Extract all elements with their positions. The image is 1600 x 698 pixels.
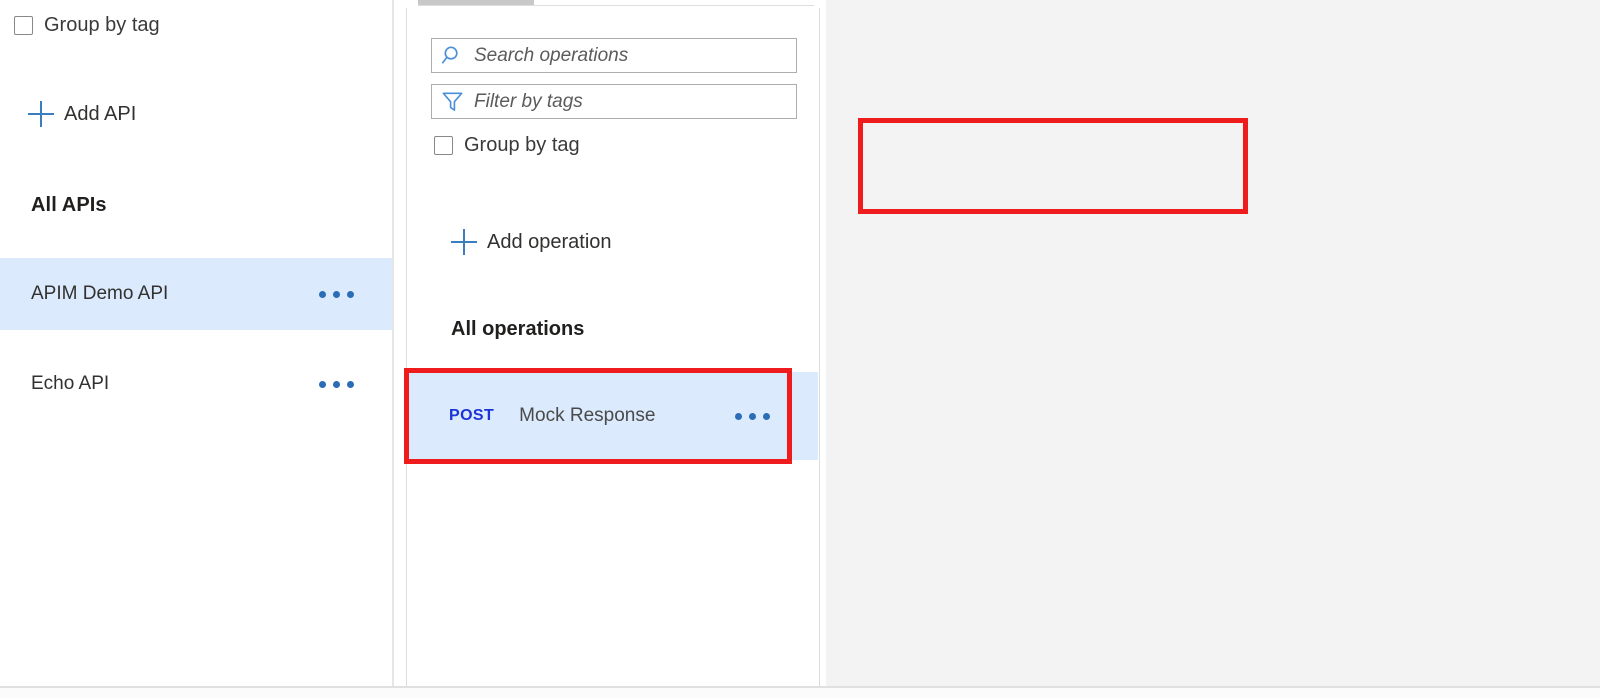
- content-panel-background: Frontend POST /mock-response: [826, 0, 1600, 686]
- add-api-label: Add API: [64, 102, 137, 125]
- ellipsis-icon[interactable]: [319, 290, 354, 298]
- all-apis-header: All APIs: [31, 194, 107, 216]
- operations-group-by-tag-checkbox-row[interactable]: Group by tag: [434, 134, 580, 157]
- operation-method-badge: POST: [449, 407, 495, 424]
- left-group-by-tag-label: Group by tag: [44, 14, 160, 36]
- bottom-divider: [0, 686, 1600, 688]
- api-list-item-apim-demo-api[interactable]: APIM Demo API: [0, 258, 392, 330]
- left-group-by-tag-checkbox-row[interactable]: Group by tag: [14, 14, 160, 37]
- active-tab-indicator[interactable]: [418, 0, 534, 6]
- plus-icon: [28, 101, 54, 127]
- panel-top-rule: [418, 5, 814, 6]
- operations-group-by-tag-label: Group by tag: [464, 134, 580, 156]
- operations-group-by-tag-checkbox[interactable]: [434, 136, 453, 155]
- api-name: APIM Demo API: [31, 283, 169, 304]
- operations-tab-strip: [406, 0, 820, 8]
- api-list-item-echo-api[interactable]: Echo API: [0, 348, 392, 420]
- operations-list-panel: Search operations Filter by tags Group b…: [406, 0, 820, 686]
- ellipsis-icon[interactable]: [319, 380, 354, 388]
- operation-list-item-mock-response[interactable]: POST Mock Response: [408, 372, 818, 460]
- ellipsis-icon[interactable]: [735, 412, 770, 420]
- search-operations-input[interactable]: Search operations: [431, 38, 797, 73]
- add-operation-label: Add operation: [487, 230, 612, 253]
- add-api-button[interactable]: Add API: [28, 101, 136, 127]
- bottom-strip: [0, 688, 1600, 698]
- left-group-by-tag-checkbox[interactable]: [14, 16, 33, 35]
- all-operations-header: All operations: [451, 318, 585, 340]
- filter-funnel-icon: [442, 92, 463, 111]
- filter-by-tags-input[interactable]: Filter by tags: [431, 84, 797, 119]
- operation-name: Mock Response: [519, 405, 656, 426]
- filter-by-tags-placeholder: Filter by tags: [474, 90, 583, 112]
- search-operations-placeholder: Search operations: [474, 44, 629, 66]
- apis-list-panel: Group by tag Add API All APIs APIM Demo …: [0, 0, 392, 686]
- search-icon: [441, 46, 458, 64]
- api-name: Echo API: [31, 373, 110, 394]
- plus-icon: [451, 229, 477, 255]
- panel-divider: [392, 0, 394, 686]
- add-operation-button[interactable]: Add operation: [451, 229, 612, 255]
